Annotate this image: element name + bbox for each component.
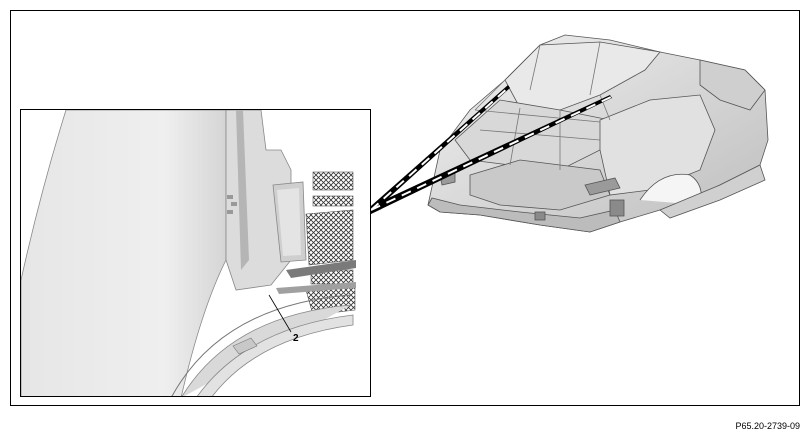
figure-reference-code: P65.20-2739-09	[735, 421, 800, 431]
callout-leader-line	[268, 294, 292, 333]
detail-inset: 2	[20, 109, 371, 397]
car-body-icon	[427, 34, 769, 233]
detail-callout-cone	[370, 85, 612, 214]
rear-quarter-panel-detail-icon	[21, 110, 356, 396]
callout-label-2: 2	[293, 333, 299, 344]
